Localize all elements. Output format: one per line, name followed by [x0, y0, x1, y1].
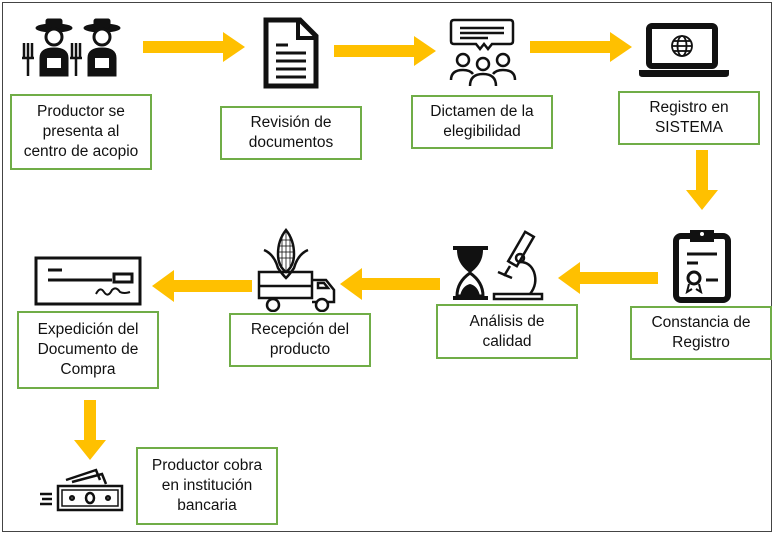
meeting-icon [449, 18, 517, 87]
hourglass-icon [453, 246, 488, 300]
hourglass-microscope-icon [453, 230, 544, 301]
step-label: Análisis de calidad [469, 312, 545, 350]
document-icon [263, 17, 319, 89]
check-document-icon [34, 256, 142, 306]
step-box-dictamen-elegibilidad: Dictamen de la elegibilidad [411, 95, 553, 149]
step-box-analisis-calidad: Análisis de calidad [436, 304, 578, 359]
arrow-right-2 [334, 36, 436, 66]
corn-truck-icon [257, 228, 336, 312]
arrow-right-3 [530, 32, 632, 62]
step-box-revision-documentos: Revisión de documentos [220, 106, 362, 160]
step-label: Productor se presenta al centro de acopi… [23, 103, 139, 160]
step-box-recepcion-producto: Recepción del producto [229, 313, 371, 367]
arrow-left-3 [152, 270, 252, 302]
arrow-left-1 [558, 262, 658, 294]
step-label: Productor cobra en institución bancaria [151, 457, 263, 514]
arrow-down-1 [686, 150, 718, 210]
step-label: Revisión de documentos [248, 114, 334, 151]
arrow-right-1 [143, 32, 245, 62]
money-icon [40, 468, 124, 512]
diagram-frame [2, 2, 772, 532]
step-label: Expedición del Documento de Compra [37, 321, 139, 378]
laptop-globe-icon [639, 23, 729, 77]
step-box-productor-cobra: Productor cobra en institución bancaria [136, 447, 278, 525]
arrow-left-2 [340, 268, 440, 300]
step-box-expedicion-documento: Expedición del Documento de Compra [17, 311, 159, 389]
certificate-clipboard-icon [673, 230, 731, 303]
step-label: Dictamen de la elegibilidad [430, 103, 534, 140]
microscope-icon [492, 230, 544, 301]
step-box-constancia-registro: Constancia de Registro [630, 306, 772, 360]
farmers-icon [22, 18, 121, 77]
step-label: Registro en SISTEMA [649, 99, 729, 136]
arrow-down-2 [74, 400, 106, 460]
step-label: Constancia de Registro [651, 314, 751, 351]
step-box-productor-se-presenta: Productor se presenta al centro de acopi… [10, 94, 152, 170]
step-box-registro-sistema: Registro en SISTEMA [618, 91, 760, 145]
step-label: Recepción del producto [250, 321, 350, 358]
